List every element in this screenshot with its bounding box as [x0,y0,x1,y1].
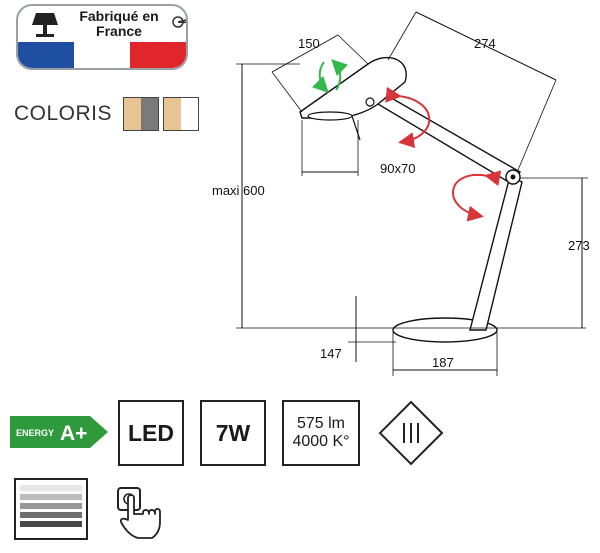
led-spec-box: LED [118,400,184,466]
swatch-half-right [141,98,158,130]
cord-icon [172,16,186,28]
rotation-arrow-head-2 [331,59,349,91]
badge-line-1: Fabriqué en [79,8,159,24]
badge-line-2: France [96,23,142,39]
lamp-cable [351,115,361,141]
energy-label: ENERGY [16,428,54,438]
dim-line-arm-length [415,11,557,81]
color-swatch-oak-grey[interactable] [123,97,159,131]
lamp-shade-lens [307,111,353,121]
energy-arrow-shape [10,416,108,448]
flag-white-band [74,42,130,68]
rotation-arrow-shoulder [385,86,431,149]
dim-label-shade-width: 150 [298,36,320,51]
dim-label-arm-height: 273 [568,238,590,253]
lamp-head-joint [365,97,375,107]
dimmer-gradient-icon [14,478,88,540]
coloris-label: COLORIS [14,102,113,125]
swatch-half-left [164,98,181,130]
class-iii-icon [378,400,444,466]
gradient-bar [20,503,82,509]
flag-blue-band [18,42,74,68]
rotation-arrow-elbow [452,170,502,222]
touch-switch-icon [117,487,161,539]
dim-label-max-height: maxi 600 [212,183,265,198]
color-swatch-oak-white[interactable] [163,97,199,131]
made-in-france-badge: Fabriqué en France [16,4,188,70]
rotation-arrow-head [311,61,329,93]
dim-ext-arm-2 [517,79,557,171]
dim-label-base-diameter: 187 [432,355,454,370]
dim-ext-shade-2 [337,34,369,65]
kelvin-value: 4000 K° [292,433,350,450]
gradient-bar [20,485,82,491]
badge-text: Fabriqué en France [64,9,174,39]
dim-ext-arm-1 [387,11,417,61]
gradient-bar [20,512,82,518]
power-spec-box: 7W [200,400,266,466]
dim-label-arm-length: 274 [474,36,496,51]
swatch-half-left [124,98,141,130]
dim-line-shade-width [271,34,339,73]
lamp-elbow-pin [510,174,516,180]
swatch-half-right [181,98,198,130]
gradient-bar [20,494,82,500]
lumen-value: 575 lm [296,415,346,432]
energy-class-badge: ENERGY A+ [10,416,108,448]
lamp-icon [32,13,58,37]
flag-red-band [130,42,186,68]
energy-class: A+ [60,422,87,445]
lumen-spec-box: 575 lm 4000 K° [282,400,360,466]
gradient-bar [20,521,82,527]
dim-label-aperture: 90x70 [380,161,415,176]
dim-label-base-height: 147 [320,346,342,361]
dim-ext-shade-1 [271,71,303,113]
french-flag [18,42,186,68]
lamp-lower-arm [469,174,523,331]
